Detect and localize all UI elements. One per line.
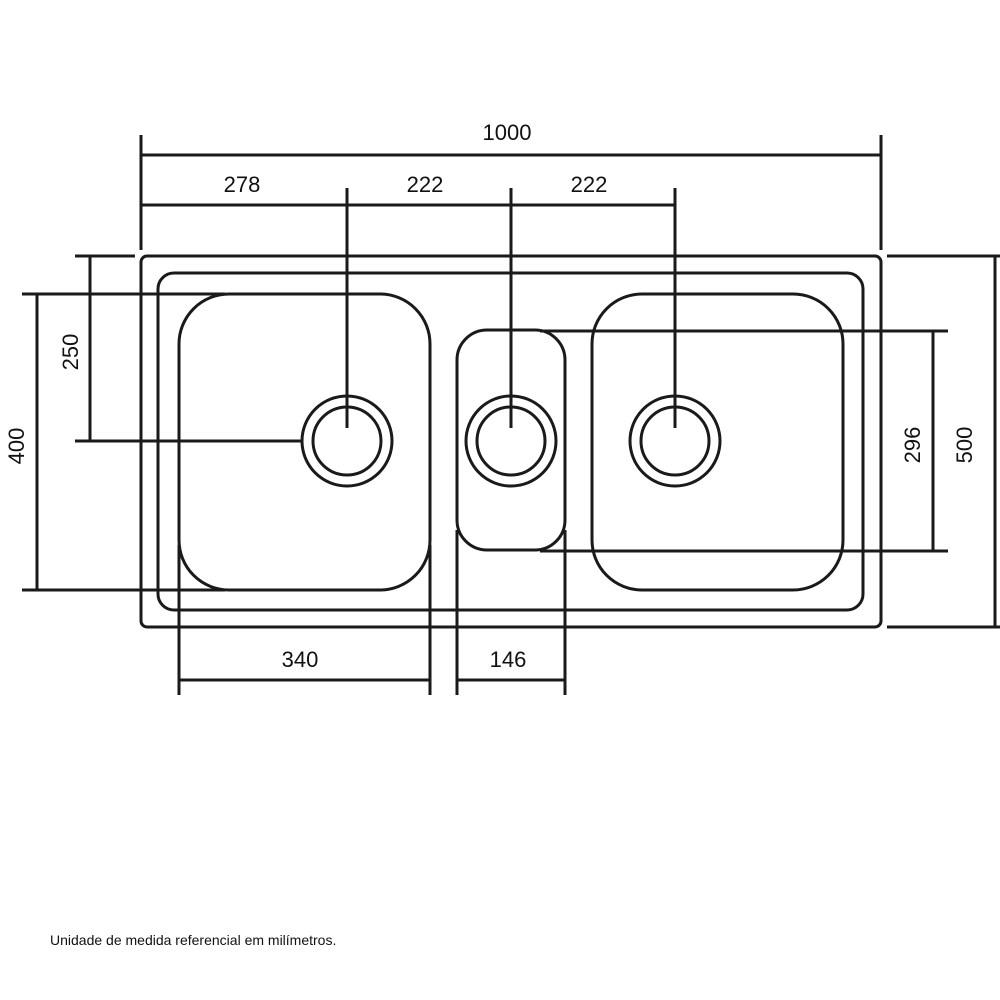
label-overall-depth: 500 <box>952 427 977 464</box>
dim-right-bowl-height <box>540 329 948 553</box>
dim-overall-width <box>139 135 883 250</box>
units-footnote: Unidade de medida referencial em milímet… <box>50 932 337 948</box>
label-bowl-height: 400 <box>4 428 29 465</box>
label-small-bowl-width: 146 <box>490 647 527 672</box>
label-drain-spacing-2: 222 <box>571 172 608 197</box>
label-bowl-width: 340 <box>282 647 319 672</box>
label-left-drain-offset: 278 <box>224 172 261 197</box>
dim-drain-spacing <box>141 188 677 428</box>
label-drain-spacing-1: 222 <box>407 172 444 197</box>
dim-small-bowl-width <box>455 530 567 695</box>
dim-drain-height <box>75 254 303 443</box>
label-overall-width: 1000 <box>483 120 532 145</box>
label-right-bowl-height: 296 <box>900 427 925 464</box>
right-bowl <box>590 292 845 592</box>
label-drain-height: 250 <box>58 334 83 371</box>
dim-overall-depth <box>887 254 1000 629</box>
dim-left-bowl-width <box>177 545 432 695</box>
dim-bowl-height <box>22 292 225 592</box>
